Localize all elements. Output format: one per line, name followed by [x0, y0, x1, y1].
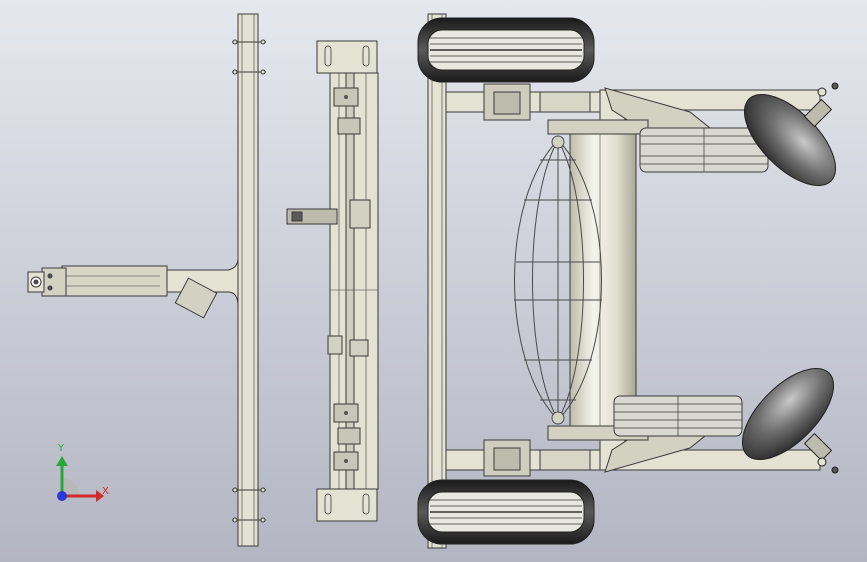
lower-reflector[interactable] [727, 353, 849, 475]
tow-bar-assembly[interactable] [27, 13, 266, 547]
upper-reflector[interactable] [729, 79, 851, 201]
vertical-beam[interactable] [237, 13, 259, 547]
top-wheel[interactable] [417, 17, 595, 83]
main-frame[interactable] [427, 13, 821, 549]
jack-plate[interactable] [174, 277, 218, 319]
y-axis-label: Y [58, 443, 65, 454]
beam-clamps [232, 39, 266, 523]
axis-triad [56, 456, 104, 502]
bottom-wheel[interactable] [417, 479, 595, 545]
lamp-cage[interactable] [514, 135, 602, 425]
x-axis-label: X [102, 486, 109, 497]
upper-disc-stack[interactable] [639, 127, 769, 173]
hitch-coupler[interactable] [27, 267, 67, 297]
rail-assembly[interactable] [286, 40, 379, 522]
z-axis-dot [57, 491, 67, 501]
central-drum[interactable] [547, 119, 649, 441]
lower-disc-stack[interactable] [613, 395, 743, 437]
frame-post[interactable] [427, 13, 447, 549]
